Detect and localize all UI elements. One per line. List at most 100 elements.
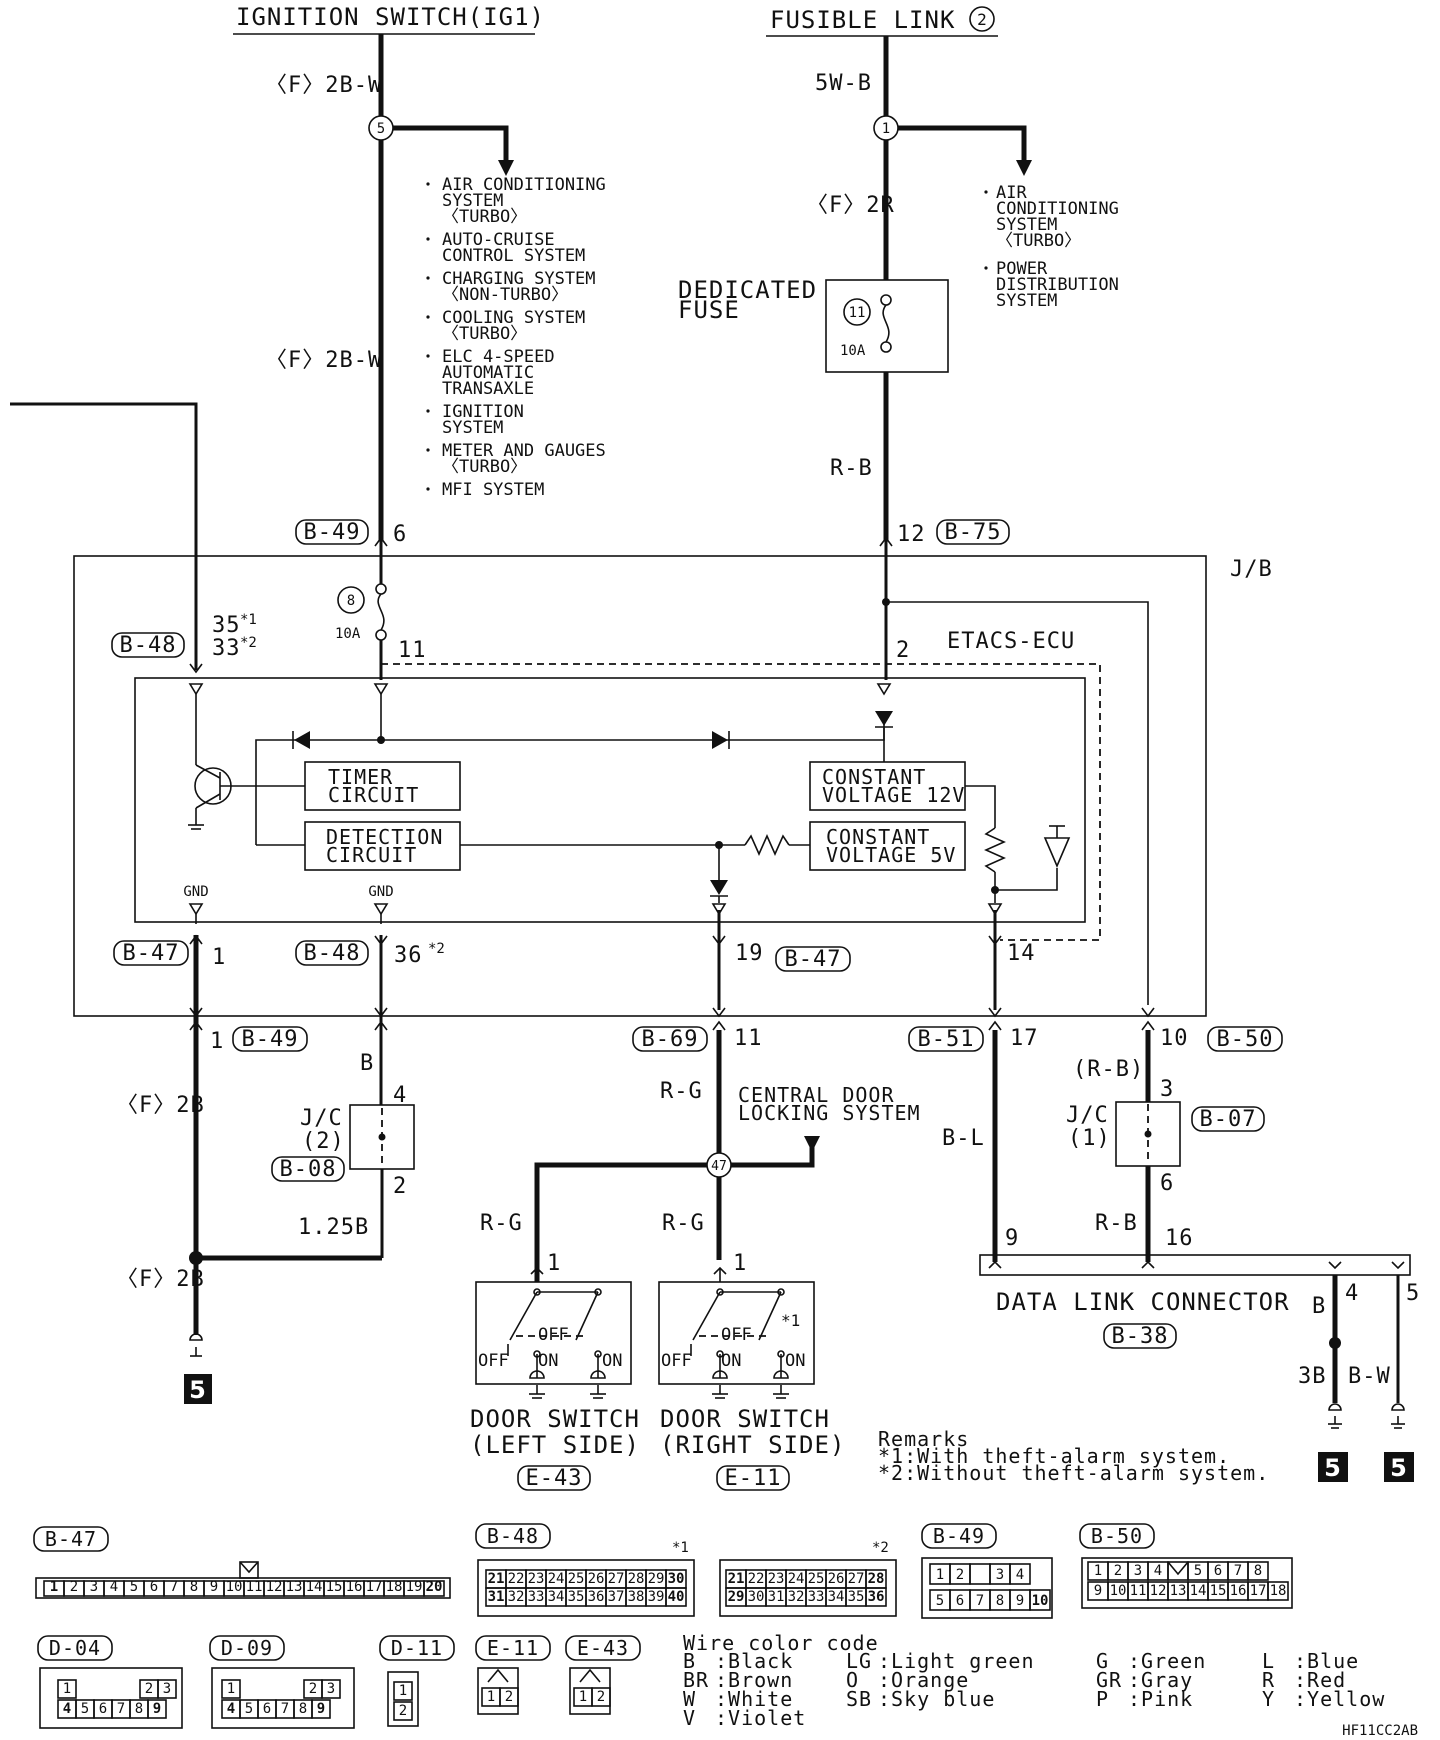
b50-pin-3: 3 [1134,1563,1142,1579]
b48a-bot-pin-39: 39 [648,1589,665,1605]
e43-pin-1: 1 [579,1689,587,1705]
pin-6: 6 [393,522,407,547]
b48b-pin-22: 22 [748,1571,765,1587]
constant-voltage-5v [809,821,966,871]
b47-pin-20: 20 [426,1579,443,1595]
connector-view-d09-label: D-09 [221,1636,273,1660]
detection-circuit-label-1: DETECTION [326,825,443,849]
dlc-pin-16: 16 [1165,1226,1194,1251]
splice-1-label: 1 [882,121,890,137]
pin-17: 17 [1010,1026,1039,1051]
wire-label-f-2r: 〈F〉2R [806,193,895,218]
d04-pin-b-2: 2 [145,1681,153,1697]
diode-left-icon [294,731,310,749]
connector-view-b49-label: B-49 [933,1524,985,1548]
b48-note-1: *1 [672,1540,689,1556]
connector-b48-bottom: B-48 [304,941,361,966]
branch-right-item-1-2: SYSTEM [996,291,1057,311]
jc2-label-1: J/C [300,1106,343,1131]
b48a-pin-25: 25 [568,1571,585,1587]
jc2-pin-2: 2 [393,1174,407,1199]
connector-view-d11-label: D-11 [391,1636,443,1660]
branch-list-ignition: AIR CONDITIONINGSYSTEM〈TURBO〉AUTO-CRUISE… [426,175,606,500]
b50-bot-pin-10: 10 [1110,1583,1127,1599]
branch-left-item-2-1: 〈NON-TURBO〉 [442,285,568,305]
color-code-abbr-8: GR [1096,1668,1122,1692]
diode-right-icon [875,711,893,726]
cv5-label-2: VOLTAGE 5V [826,843,956,867]
d09-bot-pin-7: 7 [281,1701,289,1717]
color-code-abbr-3: V [683,1706,696,1730]
e11-pin-1: 1 [487,1689,495,1705]
ground-5-mid-label: 5 [1324,1454,1342,1482]
b50-bot-pin-11: 11 [1130,1583,1147,1599]
door-switch-left-label-2: (LEFT SIDE) [470,1431,640,1459]
d11-pin-b-2: 2 [399,1703,407,1719]
wire-label-f-2b-left: 〈F〉2B [116,1093,205,1118]
branch-left-item-2-0: CHARGING SYSTEM [442,269,596,289]
d09-pin-b-2: 2 [309,1681,317,1697]
cv12-label-1: CONSTANT [822,765,926,789]
b48a-bot-pin-32: 32 [508,1589,525,1605]
connector-b75: B-75 [945,520,1002,545]
b48a-bot-pin-31: 31 [488,1589,505,1605]
b49-bot-pin-6: 6 [956,1593,964,1609]
door-switch-left-label-1: DOOR SWITCH [470,1405,640,1433]
b48b-bot-pin-29: 29 [728,1589,745,1605]
color-code-abbr-11: R [1262,1668,1275,1692]
b48a-pin-28: 28 [628,1571,645,1587]
branch-right-item-0-0: AIR [996,183,1027,203]
b47-pin-4: 4 [110,1579,118,1595]
cv5-label-1: CONSTANT [826,825,930,849]
color-code-name-2: :White [715,1687,793,1711]
b49-pin-4: 4 [1016,1567,1024,1583]
b48a-bot-pin-38: 38 [628,1589,645,1605]
b49-bot-pin-5: 5 [936,1593,944,1609]
color-code-abbr-6: SB [846,1687,872,1711]
connector-b49-top: B-49 [304,520,361,545]
central-locking-label-1: CENTRAL DOOR [738,1083,895,1107]
color-code-name-0: :Black [715,1649,793,1673]
color-code-name-7: :Green [1128,1649,1206,1673]
connector-b07: B-07 [1200,1107,1257,1132]
b50-bot-pin-12: 12 [1150,1583,1167,1599]
pin-33: 33 [212,636,241,661]
pin-10: 10 [1160,1026,1189,1051]
d09-bot-pin-4: 4 [227,1701,235,1717]
b47-pin-11: 11 [246,1579,263,1595]
data-link-connector[interactable] [979,1254,1411,1276]
branch-left-item-6-0: METER AND GAUGES [442,441,606,461]
source-ignition-switch: IGNITION SWITCH(IG1) [233,3,544,35]
b47-pin-19: 19 [406,1579,423,1595]
color-code-name-1: :Brown [715,1668,793,1692]
b48b-bot-pin-32: 32 [788,1589,805,1605]
b50-bot-pin-14: 14 [1190,1583,1207,1599]
d04-pin-b-3: 3 [163,1681,171,1697]
wire-label-3b: 3B [1298,1364,1327,1389]
b48a-pin-21: 21 [488,1571,505,1587]
branch-left-item-6-1: 〈TURBO〉 [442,457,527,477]
door-switch-left-on-label-2: ON [602,1351,622,1371]
joint-connector-2: J/C (2) [300,1104,415,1170]
e11-pin-2: 2 [505,1689,513,1705]
sw-right-pin-1: 1 [733,1251,747,1276]
wire-label-1253: 1.25B [298,1215,369,1240]
b48a-bot-pin-33: 33 [528,1589,545,1605]
d04-bot-pin-9: 9 [153,1701,161,1717]
jc1-label-1: J/C [1066,1103,1109,1128]
pin-35-note: *1 [240,612,257,628]
joint-connector-1: J/C (1) [1066,1101,1181,1167]
color-code-name-10: :Blue [1294,1649,1359,1673]
b50-bot-pin-9: 9 [1094,1583,1102,1599]
connector-b38: B-38 [1112,1324,1169,1349]
sw-left-pin-1: 1 [547,1251,561,1276]
b48a-bot-pin-40: 40 [668,1589,685,1605]
b48b-bot-pin-34: 34 [828,1589,845,1605]
b47-pin-10: 10 [226,1579,243,1595]
fuse-number-8: 8 [347,593,355,609]
